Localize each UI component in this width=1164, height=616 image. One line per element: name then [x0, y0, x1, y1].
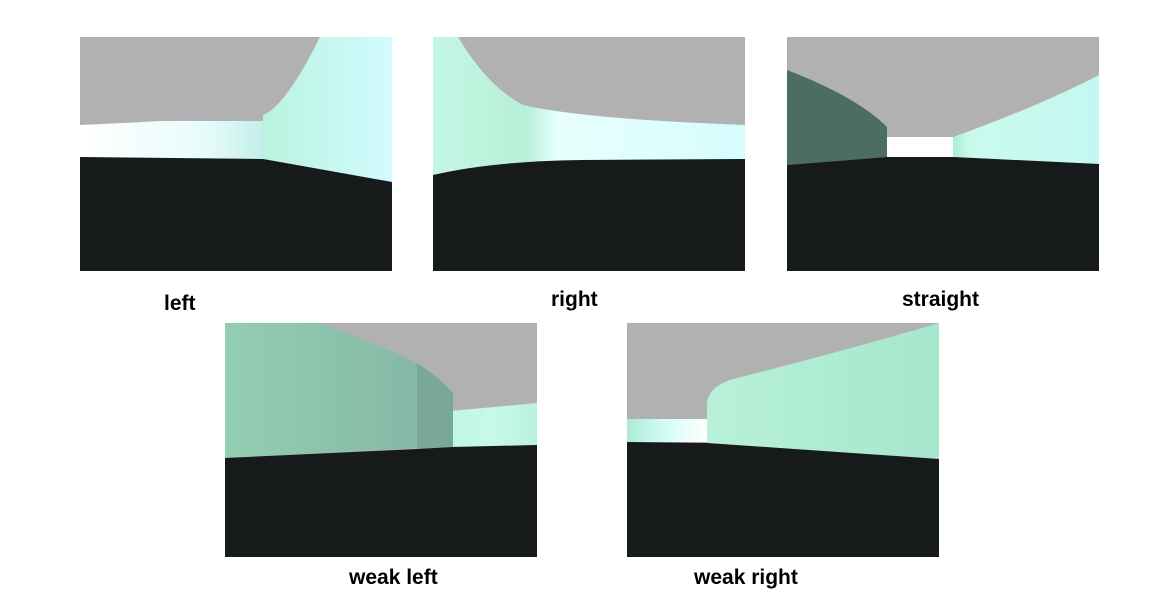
distance-gap: [80, 121, 265, 161]
left-wall: [433, 37, 745, 175]
scene-panel-straight: [787, 37, 1099, 271]
scene-render-left: [80, 37, 392, 271]
wall-corner: [417, 363, 453, 449]
scene-render-weak-right: [627, 323, 939, 557]
right-wall: [707, 323, 939, 459]
right-wall: [263, 37, 392, 182]
floor: [80, 157, 392, 271]
caption-straight: straight: [902, 288, 980, 311]
distance-gap: [627, 419, 707, 442]
far-wall: [450, 403, 537, 447]
near-wall-face: [225, 323, 417, 458]
caption-weak-right: weak right: [694, 566, 798, 589]
left-wall: [787, 70, 887, 165]
scene-panel-right: [433, 37, 745, 271]
scene-render-weak-left: [225, 323, 537, 557]
scene-render-right: [433, 37, 745, 271]
floor: [225, 445, 537, 557]
scene-render-straight: [787, 37, 1099, 271]
floor: [787, 157, 1099, 271]
floor: [433, 159, 745, 271]
caption-right: right: [551, 288, 598, 311]
right-wall: [953, 75, 1099, 164]
caption-left: left: [164, 292, 196, 315]
caption-weak-left: weak left: [349, 566, 438, 589]
floor: [627, 442, 939, 557]
scene-panel-left: [80, 37, 392, 271]
ceiling-edge: [80, 37, 320, 125]
scene-panel-weak-left: [225, 323, 537, 557]
scene-panel-weak-right: [627, 323, 939, 557]
distance-gap: [887, 137, 957, 159]
